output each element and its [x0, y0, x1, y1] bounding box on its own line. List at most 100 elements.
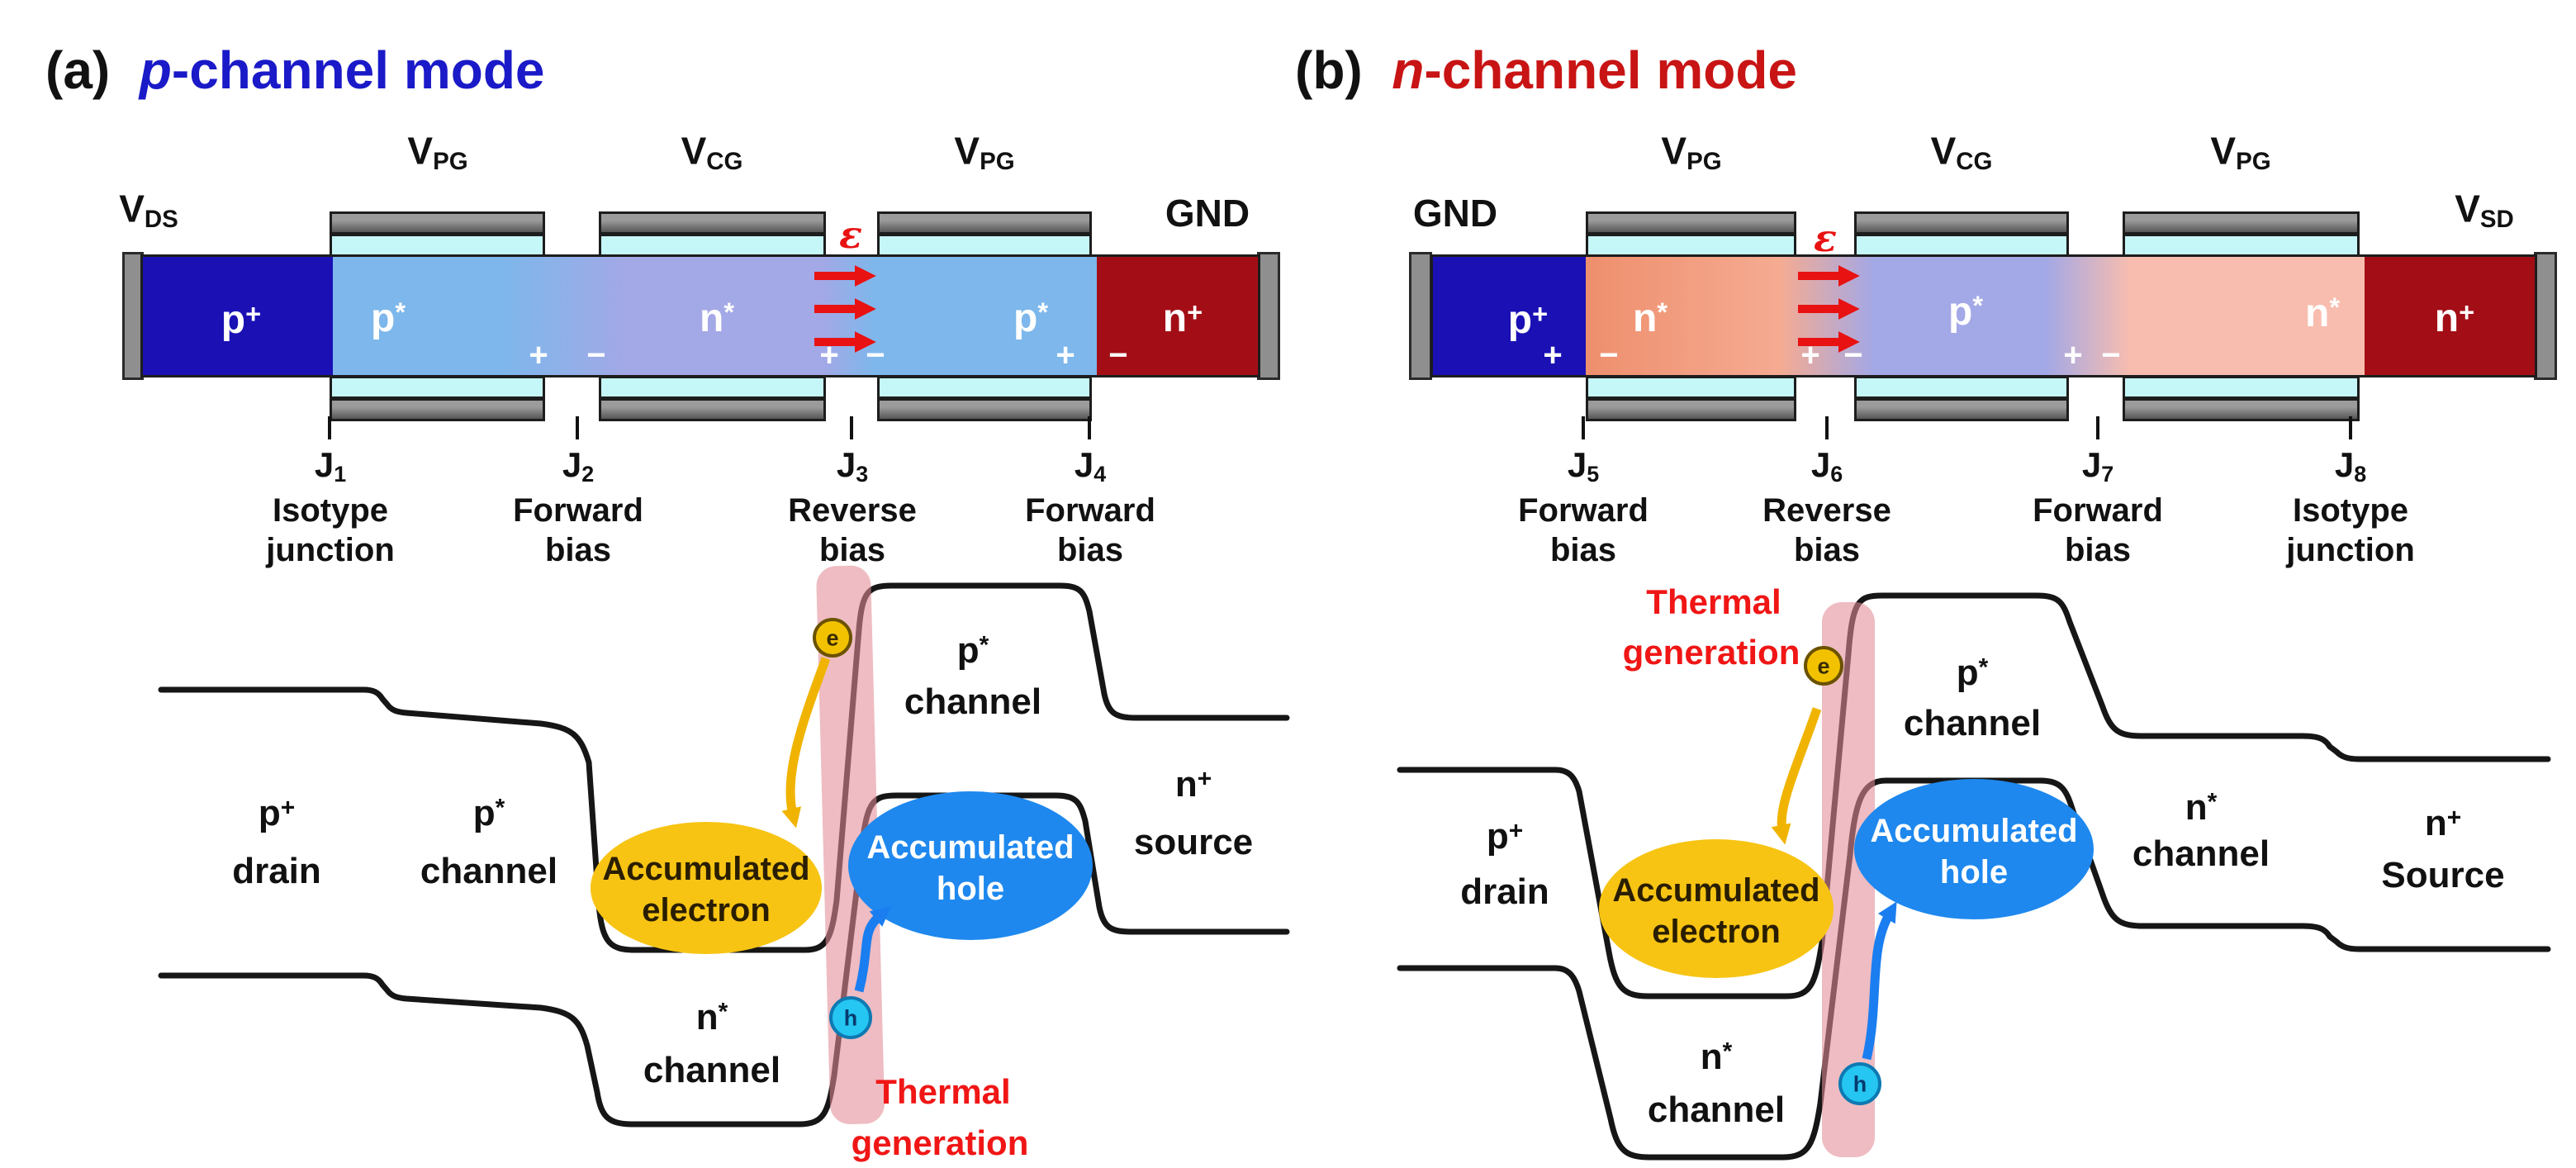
junction-desc1-j7: Forward	[2033, 492, 2163, 529]
band-label-n-star-channel-a-1: n*	[695, 997, 728, 1037]
pg-gate-oxide-bot-a1	[330, 376, 545, 399]
accumulated-electron-ellipse-a	[591, 822, 822, 954]
minus-sign-j7: −	[2101, 337, 2121, 373]
band-label-p-star-channel-top-a-1: p*	[956, 630, 989, 671]
band-label-p-plus-drain-a-2: drain	[232, 851, 321, 891]
plus-sign-j3: +	[819, 337, 839, 373]
pg-gate-metal-top-b1	[1586, 211, 1796, 235]
pg-gate-metal-bot-a1	[330, 398, 545, 421]
channel-body-b	[1586, 257, 2365, 375]
accumulated-electron-ellipse-b	[1599, 839, 1834, 978]
conduction-band-b	[1397, 592, 2551, 999]
accumulated-hole-text-a-2: hole	[936, 871, 1005, 907]
minus-sign-j6: −	[1843, 337, 1863, 373]
pg-gate-oxide-top-a1	[330, 234, 545, 257]
vpg-label-b2: VPG	[2210, 129, 2271, 176]
pg-gate-metal-top-a2	[877, 211, 1092, 235]
electron-symbol-circle-a	[813, 618, 852, 658]
junction-desc1-j8: Isotype	[2292, 492, 2409, 529]
panel-a-mode-rest: -channel mode	[171, 40, 545, 100]
minus-sign-j2: −	[586, 337, 606, 373]
hole-arrow-a	[854, 906, 892, 993]
bar-label-n-star-b1: n*	[1632, 296, 1668, 341]
panel-b-mode-letter: n	[1392, 40, 1425, 100]
junction-label-j8: J8	[2334, 445, 2367, 487]
pg-gate-oxide-top-b2	[2123, 234, 2360, 257]
band-label-n-star-channel-b-2: channel	[1647, 1090, 1786, 1130]
band-label-n-plus-source-b-2: Source	[2381, 855, 2505, 895]
panel-a-index: (a)	[45, 40, 111, 100]
valence-band-b	[1397, 777, 2551, 1161]
p-plus-drain-region-b	[1433, 257, 1586, 375]
junction-desc2-j7: bias	[2064, 532, 2132, 568]
vsd-label: VSD	[2455, 187, 2514, 234]
n-plus-source-region-b	[2365, 257, 2535, 375]
junction-desc2-j6: bias	[1793, 532, 1861, 568]
accumulated-electron-text-b-1: Accumulated	[1612, 872, 1820, 909]
bar-label-n-star-a: n*	[699, 296, 735, 341]
cg-gate-oxide-bot-a	[599, 376, 826, 399]
device-bar-b	[1430, 254, 2537, 377]
bar-label-p-plus-a: p+	[221, 297, 262, 343]
pg-gate-metal-top-a1	[330, 211, 545, 235]
band-label-n-plus-source-b-1: n+	[2424, 803, 2462, 843]
junction-desc1-j5: Forward	[1518, 492, 1649, 529]
valence-band-a	[158, 792, 1290, 1128]
band-label-p-star-channel-a-2: channel	[420, 851, 558, 891]
hole-symbol-letter-a: h	[843, 1005, 858, 1031]
electron-arrow-b	[1771, 707, 1822, 845]
p-plus-drain-region-a	[143, 257, 333, 375]
junction-desc1-j4: Forward	[1025, 492, 1155, 529]
junction-desc2-j1: junction	[266, 532, 395, 568]
junction-label-j7: J7	[2081, 445, 2114, 487]
junction-desc1-j3: Reverse	[788, 492, 917, 529]
device-bar-a	[140, 254, 1260, 377]
plus-sign-j6: +	[1800, 337, 1820, 373]
junction-desc1-j2: Forward	[513, 492, 643, 529]
pg-gate-oxide-top-a2	[877, 234, 1092, 257]
vpg-label-b1: VPG	[1661, 129, 1722, 176]
vds-label: VDS	[119, 187, 178, 234]
cg-gate-oxide-top-b	[1854, 234, 2069, 257]
junction-label-j5: J5	[1567, 445, 1600, 487]
channel-body-a	[333, 257, 1097, 375]
efield-arrows-b	[1798, 265, 1860, 353]
accumulated-electron-text-b-2: electron	[1652, 914, 1781, 950]
pg-gate-oxide-top-b1	[1586, 234, 1796, 257]
panel-b-title: (b) n-channel mode	[1295, 40, 1797, 101]
band-label-p-plus-drain-b-1: p+	[1486, 816, 1524, 857]
accumulated-hole-ellipse-a	[848, 791, 1093, 940]
electron-symbol-letter-b: e	[1817, 653, 1830, 679]
bar-label-p-star-a2: p*	[1013, 296, 1049, 341]
band-label-n-plus-source-a-2: source	[1133, 822, 1254, 862]
plus-sign-j7: +	[2063, 337, 2083, 373]
band-label-n-star-channel-right-b-2: channel	[2132, 833, 2270, 874]
pg-gate-oxide-bot-b1	[1586, 376, 1796, 399]
band-label-p-star-channel-top-a-2: channel	[904, 681, 1042, 722]
cg-gate-oxide-bot-b	[1854, 376, 2069, 399]
pg-gate-oxide-bot-b2	[2123, 376, 2360, 399]
plus-sign-j5: +	[1543, 337, 1563, 373]
accumulated-hole-ellipse-b	[1854, 779, 2094, 919]
efield-arrows-a	[814, 265, 876, 353]
efield-symbol-b: ε	[1814, 216, 1837, 260]
band-label-p-plus-drain-a-1: p+	[258, 793, 296, 833]
hole-symbol-circle-b	[1838, 1062, 1881, 1105]
thermal-generation-text-b-1: Thermal	[1646, 582, 1781, 621]
bar-label-n-plus-a: n+	[1162, 296, 1203, 341]
accumulated-hole-text-b-2: hole	[1939, 854, 2009, 890]
plus-sign-j4: +	[1056, 337, 1075, 373]
junction-ticks	[328, 416, 2352, 439]
panel-b-mode-rest: -channel mode	[1424, 40, 1797, 100]
panel-a-mode-letter: p	[139, 40, 172, 100]
thermal-band-b	[1822, 602, 1875, 1157]
band-label-p-star-channel-a-1: p*	[472, 793, 505, 833]
band-label-p-star-channel-top-b-2: channel	[1903, 703, 2042, 743]
accumulated-electron-text-a-2: electron	[642, 892, 771, 928]
bar-label-n-star-b2: n*	[2304, 291, 2341, 336]
minus-sign-j5: −	[1599, 337, 1619, 373]
band-label-n-star-channel-right-b-1: n*	[2185, 787, 2218, 828]
band-label-n-star-channel-b-1: n*	[1700, 1037, 1733, 1077]
